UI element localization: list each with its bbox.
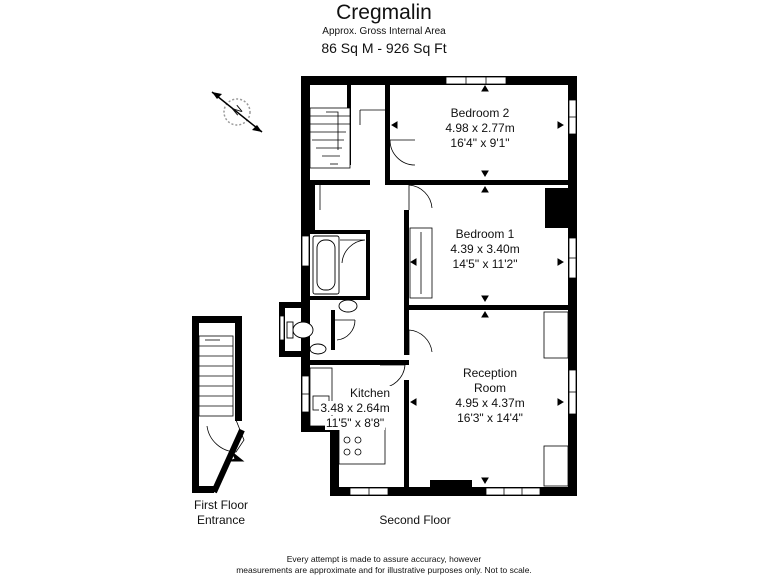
first-floor-line1: First Floor xyxy=(194,498,248,512)
disclaimer-line2: measurements are approximate and for ill… xyxy=(236,565,532,576)
wardrobe xyxy=(409,227,433,299)
room-imperial: 16'4" x 9'1" xyxy=(450,136,510,150)
windows xyxy=(279,76,577,496)
room-imperial: 11'5" x 8'8" xyxy=(324,416,386,430)
chimney xyxy=(545,188,568,228)
room-imperial: 14'5" x 11'2" xyxy=(452,257,518,271)
room-imperial: 16'3" x 14'4" xyxy=(457,411,523,425)
interior-walls xyxy=(310,85,568,487)
reception-units xyxy=(543,311,569,487)
first-floor-entrance-label: First Floor Entrance xyxy=(170,498,272,528)
room-label-reception: Reception Room 4.95 x 4.37m 16'3" x 14'4… xyxy=(415,366,565,426)
room-metric: 4.39 x 3.40m xyxy=(450,242,520,256)
disclaimer-line1: Every attempt is made to assure accuracy… xyxy=(286,554,482,564)
room-name-line2: Room xyxy=(473,381,506,395)
fireplace xyxy=(430,480,472,488)
room-metric: 4.95 x 4.37m xyxy=(455,396,525,410)
room-name: Bedroom 2 xyxy=(450,106,510,120)
bathroom-fixtures xyxy=(286,235,358,355)
room-metric: 3.48 x 2.64m xyxy=(319,401,391,415)
room-label-bedroom-2: Bedroom 2 4.98 x 2.77m 16'4" x 9'1" xyxy=(405,106,555,151)
area-value: 86 Sq M - 926 Sq Ft xyxy=(321,40,447,56)
door-markers xyxy=(391,85,564,484)
first-floor-line2: Entrance xyxy=(196,513,246,527)
entrance-stairs xyxy=(198,335,245,494)
area-label: Approx. Gross Internal Area xyxy=(322,26,446,37)
plan-title: Cregmalin xyxy=(336,1,432,24)
room-label-bedroom-1: Bedroom 1 4.39 x 3.40m 14'5" x 11'2" xyxy=(410,227,560,272)
floor-label: Second Floor xyxy=(379,513,451,527)
entrance-arrow xyxy=(228,451,245,462)
room-name: Bedroom 1 xyxy=(455,227,515,241)
compass-icon xyxy=(211,91,263,133)
room-name: Reception xyxy=(462,366,518,380)
stairs xyxy=(309,107,385,169)
room-metric: 4.98 x 2.77m xyxy=(445,121,515,135)
doors xyxy=(319,139,433,389)
room-name: Kitchen xyxy=(348,386,392,400)
disclaimer: Every attempt is made to assure accuracy… xyxy=(0,554,768,576)
entrance-walls xyxy=(192,316,242,493)
room-label-kitchen: Kitchen 3.48 x 2.64m 11'5" x 8'8" xyxy=(300,386,410,431)
